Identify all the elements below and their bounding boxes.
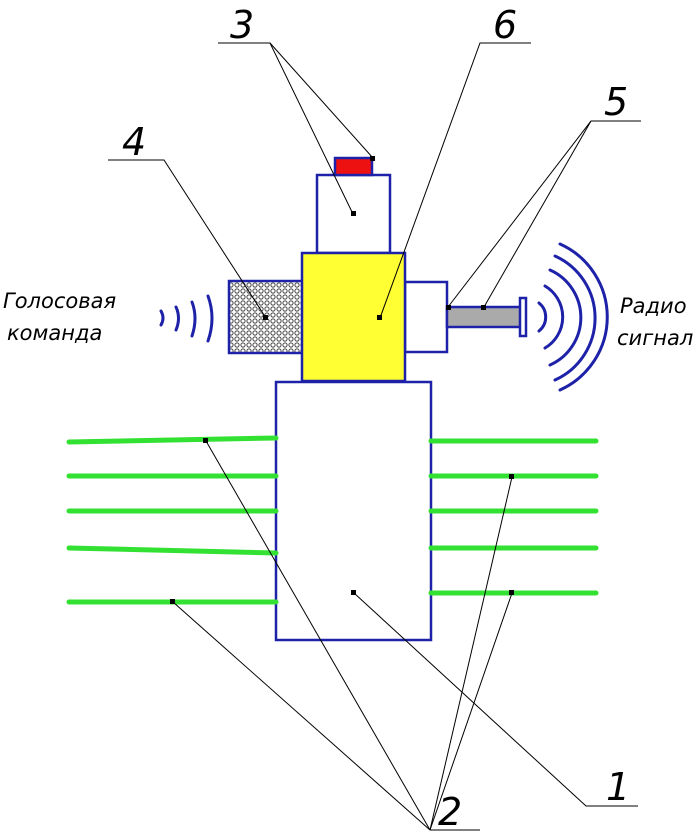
label-6: 6: [493, 3, 517, 47]
radio-waves: [539, 244, 607, 390]
radio-caption-line1: Радио: [620, 294, 687, 318]
legs-left: [69, 438, 276, 602]
main-body: [276, 382, 431, 640]
legs-right: [431, 441, 596, 593]
voice-caption-line1: Голосовая: [3, 289, 116, 313]
label-1: 1: [606, 765, 630, 809]
label-2: 2: [438, 790, 462, 834]
red-button: [335, 158, 372, 175]
label-5: 5: [604, 80, 628, 124]
radio-caption-line2: сигнал: [617, 326, 693, 350]
voice-waves: [161, 296, 212, 341]
antenna-cap: [520, 298, 526, 336]
label-4: 4: [122, 120, 146, 164]
controller-unit: [302, 253, 405, 381]
voice-caption-line2: команда: [7, 321, 102, 345]
label-3: 3: [230, 3, 254, 47]
antenna-mount: [405, 282, 447, 352]
